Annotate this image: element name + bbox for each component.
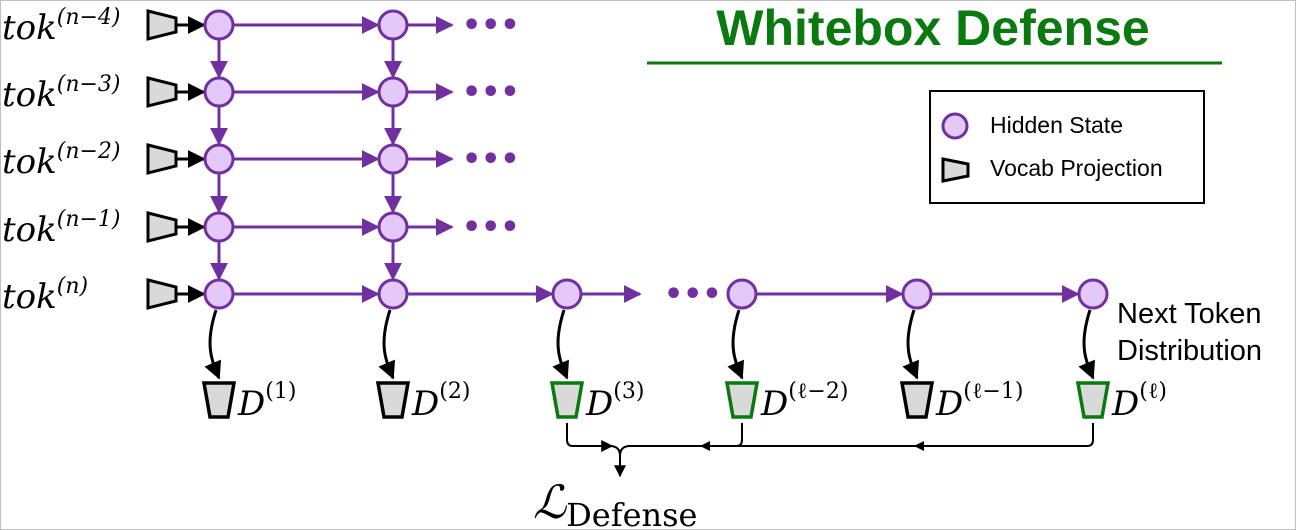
token-base: tok: [2, 277, 57, 317]
hidden-state-node: [203, 143, 235, 175]
decoder-superscript: (1): [265, 379, 296, 404]
hidden-state-node: [726, 278, 758, 310]
decode-arrow: [378, 309, 396, 380]
token-label: tok(n): [2, 274, 88, 317]
hidden-state-node: [203, 211, 235, 243]
ellipsis: •••: [462, 8, 520, 43]
hidden-state-node: [551, 278, 583, 310]
hidden-state-node: [203, 278, 235, 310]
legend: Hidden State Vocab Projection: [929, 90, 1205, 204]
legend-box: [929, 90, 1205, 204]
decode-arrow: [1078, 309, 1096, 380]
decoder-base: D: [760, 384, 788, 424]
loss-subscript: Defense: [566, 496, 697, 530]
defense-connector-arrowhead: [700, 441, 710, 451]
decode-arrow: [727, 309, 745, 380]
hidden-state-node: [377, 278, 409, 310]
decoder-base: D: [237, 384, 265, 424]
next-token-label-line1: Next Token: [1117, 298, 1262, 330]
hidden-state-node: [203, 76, 235, 108]
vocab-projection-icon: [146, 143, 178, 175]
token-label: tok(n−4): [2, 5, 121, 48]
ellipsis: •••: [462, 142, 520, 177]
defense-connector-arrowhead: [914, 441, 924, 451]
hidden-state-node: [901, 278, 933, 310]
decoder-label: D(ℓ−2): [760, 379, 848, 424]
loss-arrow: [609, 445, 626, 478]
decoder-base: D: [935, 384, 963, 424]
token-superscript: (n): [57, 274, 88, 299]
vocab-projection-icon: [146, 211, 178, 243]
hidden-state-nodes: [203, 9, 1109, 310]
defense-loss-label: ℒDefense: [533, 475, 697, 530]
token-superscript: (n−4): [57, 5, 121, 30]
hidden-state-node: [377, 9, 409, 41]
decode-arrow: [902, 309, 920, 380]
token-base: tok: [2, 75, 57, 115]
token-label: tok(n−3): [2, 72, 121, 115]
token-superscript: (n−3): [57, 72, 121, 97]
token-label: tok(n−2): [2, 139, 121, 182]
decoder-label: D(ℓ): [1111, 379, 1167, 424]
legend-hidden-state-icon: [941, 112, 969, 140]
loss-arrow: [619, 445, 631, 457]
decoder-superscript: (ℓ): [1139, 379, 1167, 404]
decoder-base: D: [585, 384, 613, 424]
decoder-icon: [201, 381, 237, 419]
defense-connector: [566, 423, 614, 452]
token-superscript: (n−2): [57, 139, 121, 164]
decoder-superscript: (2): [439, 379, 470, 404]
next-token-label-line2: Distribution: [1117, 335, 1262, 367]
decoder-label: D(2): [411, 379, 470, 424]
token-base: tok: [2, 210, 57, 250]
decode-arrow: [552, 309, 570, 380]
decoder-superscript: (3): [613, 379, 644, 404]
defense-connector: [735, 423, 743, 447]
decoders-layer: D(1)D(2)D(3)D(ℓ−2)D(ℓ−1)D(ℓ): [201, 309, 1167, 478]
legend-vocab-projection-label: Vocab Projection: [990, 155, 1163, 181]
arrows-layer: ••• ••• ••• ••• •••: [176, 8, 1080, 312]
defense-decoder-icon: [549, 381, 585, 419]
ellipsis: •••: [664, 277, 722, 312]
hidden-state-node: [1077, 278, 1109, 310]
decoder-label: D(3): [585, 379, 644, 424]
decode-arrow: [204, 309, 222, 380]
decoder-base: D: [1111, 384, 1139, 424]
defense-connector: [628, 423, 1094, 447]
ellipsis: •••: [462, 75, 520, 110]
vocab-projection-icon: [146, 76, 178, 108]
token-labels: tok(n−4)tok(n−3)tok(n−2)tok(n−1)tok(n): [2, 5, 178, 317]
decoder-label: D(1): [237, 379, 296, 424]
token-label: tok(n−1): [2, 207, 121, 250]
vocab-projection-icon: [146, 278, 178, 310]
legend-hidden-state-label: Hidden State: [990, 112, 1123, 138]
hidden-state-node: [203, 9, 235, 41]
hidden-state-node: [377, 143, 409, 175]
decoder-label: D(ℓ−1): [935, 379, 1023, 424]
hidden-state-node: [377, 76, 409, 108]
decoder-icon: [375, 381, 411, 419]
legend-vocab-projection-icon: [941, 157, 970, 183]
defense-decoder-icon: [1075, 381, 1111, 419]
vocab-projection-icon: [146, 9, 178, 41]
defense-decoder-icon: [724, 381, 760, 419]
token-base: tok: [2, 142, 57, 182]
token-superscript: (n−1): [57, 207, 121, 232]
loss-symbol: ℒ: [533, 475, 567, 529]
ellipsis: •••: [462, 210, 520, 245]
decoder-superscript: (ℓ−2): [788, 379, 848, 404]
decoder-base: D: [411, 384, 439, 424]
hidden-state-node: [377, 211, 409, 243]
decoder-superscript: (ℓ−1): [963, 379, 1023, 404]
decoder-icon: [899, 381, 935, 419]
token-base: tok: [2, 8, 57, 48]
diagram-title: Whitebox Defense: [716, 0, 1149, 56]
